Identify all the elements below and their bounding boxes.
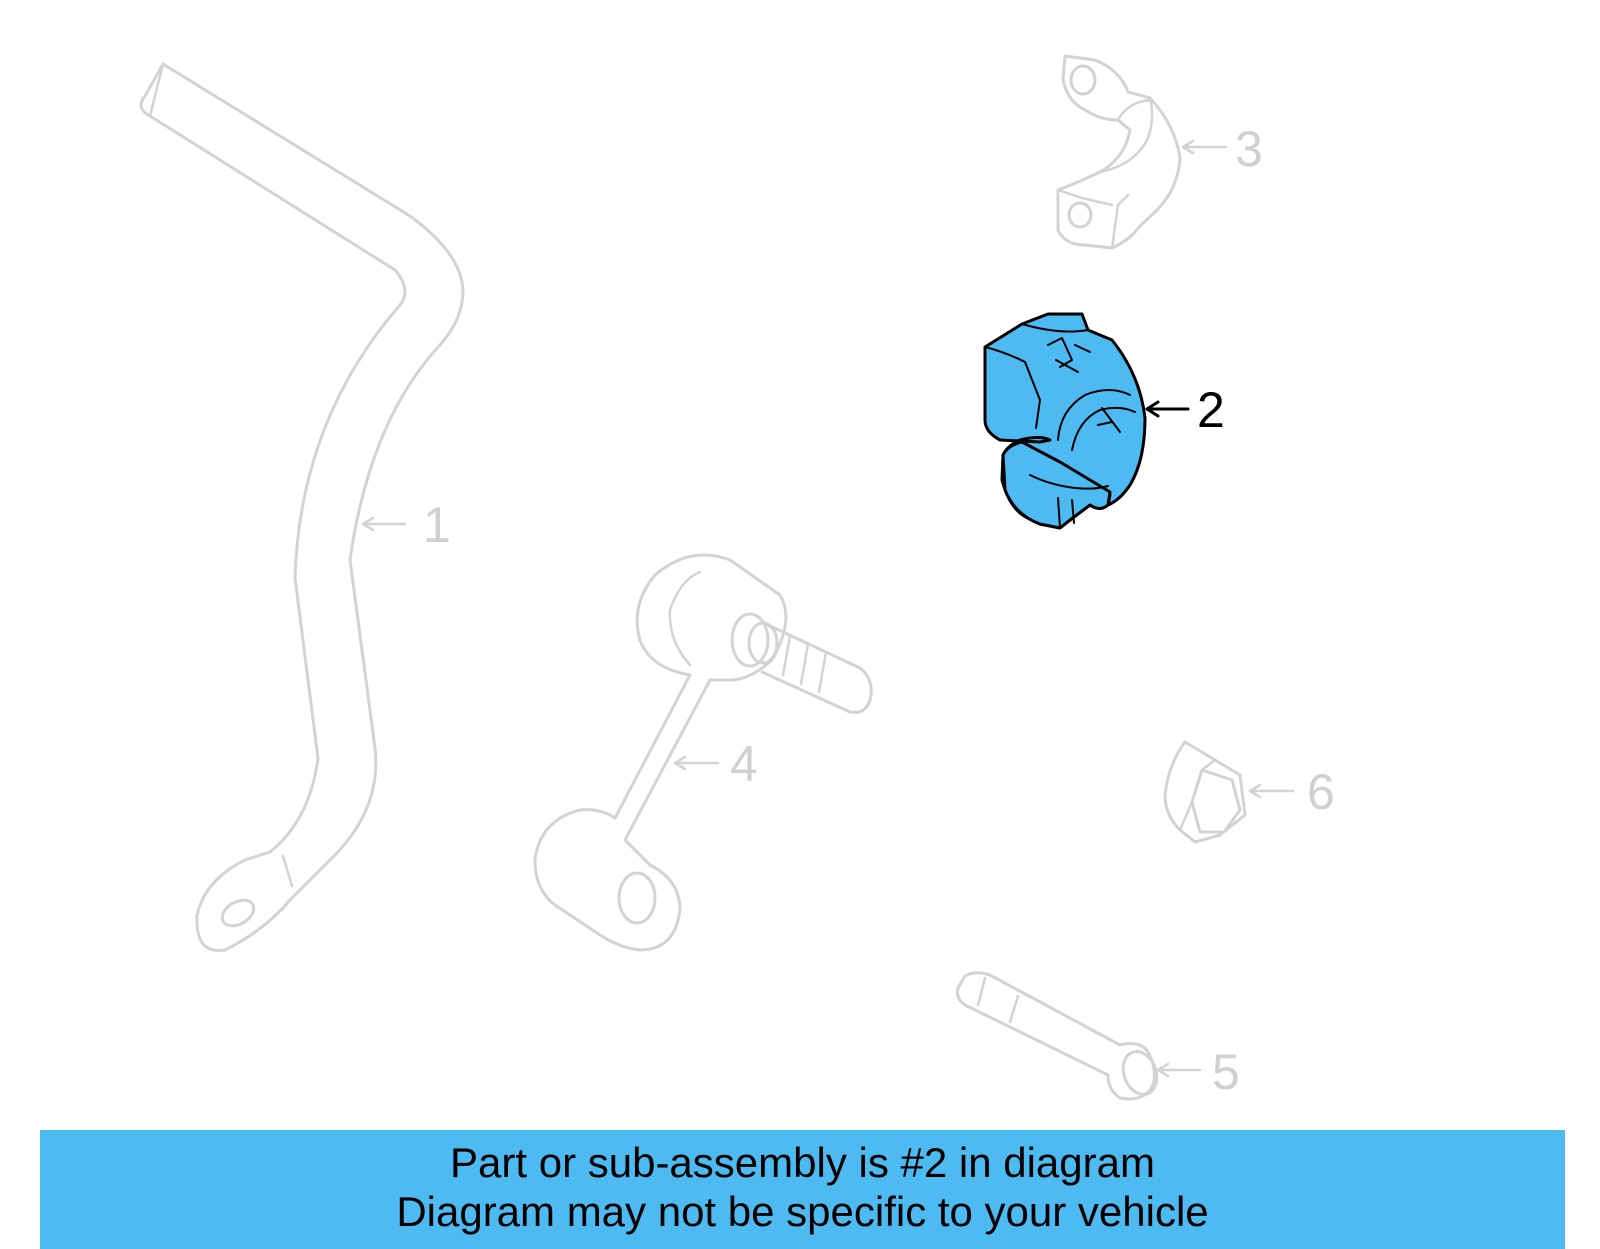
callout-arrow-2 [1145,400,1190,418]
callout-arrow-1 [361,516,407,532]
callout-number-1: 1 [423,497,451,553]
bushing-part-2 [983,312,1147,530]
stabilizer-link-part-4 [533,553,873,952]
bracket-part-3 [1056,54,1182,250]
info-banner: Part or sub-assembly is #2 in diagram Di… [40,1130,1565,1249]
callout-number-6: 6 [1307,764,1335,820]
callout-numbers: 1 2 3 4 5 6 [423,121,1335,1100]
callout-arrows [361,139,1295,1078]
callout-arrow-4 [673,755,720,771]
callout-arrow-3 [1181,139,1228,155]
bolt-part-5 [955,971,1159,1101]
callout-number-4: 4 [730,736,758,792]
stabilizer-bar-part-1 [139,62,465,953]
callout-number-2: 2 [1197,382,1225,438]
callout-arrow-6 [1248,783,1295,799]
banner-line-part-number: Part or sub-assembly is #2 in diagram [450,1139,1155,1186]
callout-number-3: 3 [1235,121,1263,177]
callout-number-5: 5 [1212,1044,1240,1100]
callout-arrow-5 [1156,1062,1202,1078]
nut-part-6 [1163,740,1247,844]
banner-line-disclaimer: Diagram may not be specific to your vehi… [396,1188,1209,1235]
